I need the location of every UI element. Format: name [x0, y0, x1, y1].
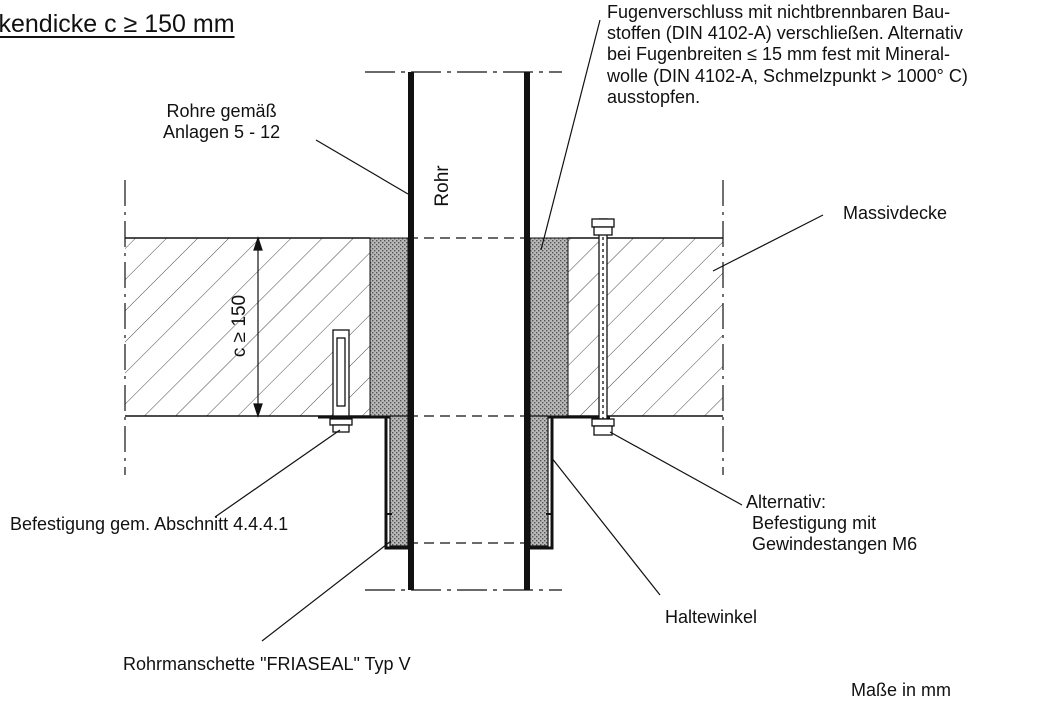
fixing-alternative-label: Alternativ: Befestigung mit Gewindestang… — [746, 492, 918, 556]
leader-collar — [261, 540, 392, 642]
leader-slab — [712, 214, 824, 272]
pipes-label: Rohre gemäß Anlagen 5 - 12 — [163, 101, 280, 143]
pipe-wall-right — [524, 72, 530, 590]
joint-note-line-2: stoffen (DIN 4102-A) verschließen. Alter… — [607, 23, 963, 44]
fixing-alt-line-2: Befestigung mit — [752, 513, 877, 534]
leader-angle — [550, 456, 661, 596]
pipe-collar — [384, 415, 554, 550]
leader-fixing-alt — [609, 431, 743, 506]
holding-angle-label: Haltewinkel — [665, 607, 758, 627]
dimension-line — [253, 236, 263, 418]
joint-note-line-5: ausstopfen. — [607, 86, 701, 107]
leader-pipes — [315, 139, 409, 195]
dimension-label: c ≥ 150 — [228, 294, 250, 358]
pipe-collar-label: Rohrmanschette "FRIASEAL" Typ V — [123, 654, 411, 674]
slab-label: Massivdecke — [843, 203, 948, 223]
leader-fixing-left — [214, 429, 341, 518]
drawing-title: ckendicke c ≥ 150 mm — [0, 10, 235, 38]
slab-right — [568, 238, 723, 416]
joint-note-line-4: wolle (DIN 4102-A, Schmelzpunkt > 1000° … — [607, 65, 968, 86]
threaded-rod-right — [591, 218, 615, 436]
pipes-label-line-2: Anlagen 5 - 12 — [163, 122, 281, 143]
leader-joint — [540, 19, 601, 251]
slab-left — [125, 238, 370, 416]
slab-concrete — [125, 237, 723, 417]
joint-filling — [369, 237, 569, 417]
joint-note-line-3: bei Fugenbreiten ≤ 15 mm fest mit Minera… — [607, 44, 951, 65]
leader-lines — [214, 19, 824, 642]
joint-seal-note: Fugenverschluss mit nichtbrennbaren Bau-… — [607, 2, 968, 108]
units-label: Maße in mm — [851, 680, 952, 700]
joint-note-line-1: Fugenverschluss mit nichtbrennbaren Bau- — [607, 2, 951, 22]
pipe — [408, 72, 530, 590]
fixing-left-label: Befestigung gem. Abschnitt 4.4.4.1 — [10, 514, 289, 534]
pipes-label-line-1: Rohre gemäß — [166, 101, 277, 121]
pipe-wall-left — [408, 72, 414, 590]
pipe-label: Rohr — [431, 165, 453, 207]
fixing-alt-line-1: Alternativ: — [746, 492, 827, 512]
fixing-alt-line-3: Gewindestangen M6 — [752, 534, 918, 555]
fixing-anchor-left — [329, 329, 353, 433]
